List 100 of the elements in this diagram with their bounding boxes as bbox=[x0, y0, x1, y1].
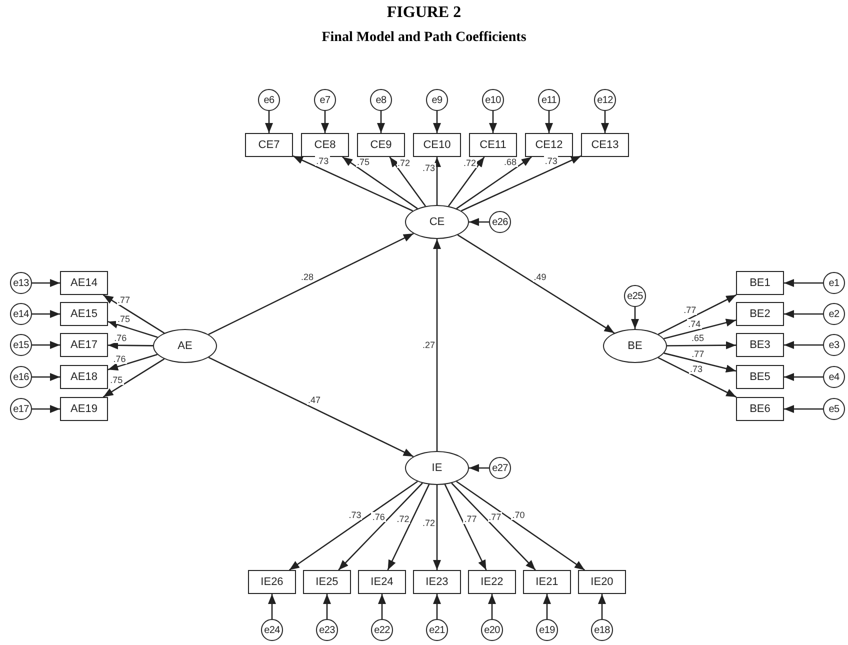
indicator-label: CE11 bbox=[480, 139, 506, 151]
indicator-box bbox=[245, 133, 293, 157]
indicator-box bbox=[523, 570, 571, 594]
path-coefficient: .75 bbox=[116, 314, 131, 324]
path-arrow bbox=[457, 234, 615, 334]
error-term-label: e25 bbox=[627, 290, 643, 302]
figure-subtitle: Final Model and Path Coefficients bbox=[320, 30, 528, 46]
latent-variable-ellipse bbox=[603, 329, 667, 363]
error-term-circle bbox=[10, 398, 32, 420]
error-term-label: e17 bbox=[13, 404, 29, 414]
path-arrow bbox=[543, 594, 551, 619]
error-term-circle bbox=[316, 619, 338, 641]
error-term-circle bbox=[536, 619, 558, 641]
indicator-box bbox=[581, 133, 629, 157]
indicator-label: BE1 bbox=[750, 277, 770, 289]
path-arrow bbox=[108, 320, 158, 338]
path-arrow bbox=[666, 341, 736, 350]
path-arrow bbox=[265, 111, 273, 133]
error-term-circle bbox=[426, 89, 448, 111]
path-arrow bbox=[378, 594, 386, 619]
path-coefficient: .72 bbox=[396, 158, 412, 168]
path-arrow bbox=[108, 341, 154, 350]
path-arrow bbox=[658, 294, 736, 335]
path-arrow bbox=[208, 232, 414, 336]
path-coefficient: .76 bbox=[112, 354, 127, 364]
path-coefficient: .47 bbox=[306, 394, 322, 405]
path-coefficient: .73 bbox=[422, 162, 436, 173]
path-arrow bbox=[377, 111, 385, 133]
error-term-label: e21 bbox=[429, 624, 445, 636]
indicator-box bbox=[468, 570, 516, 594]
path-arrow bbox=[102, 358, 165, 398]
path-arrow bbox=[469, 218, 489, 226]
indicator-box bbox=[413, 570, 461, 594]
indicator-label: BE5 bbox=[750, 371, 770, 383]
path-coefficient: .27 bbox=[422, 340, 436, 350]
error-term-label: e22 bbox=[374, 624, 390, 636]
indicator-box bbox=[357, 133, 405, 157]
path-arrow bbox=[389, 156, 426, 207]
error-term-circle bbox=[624, 285, 646, 307]
error-term-circle bbox=[594, 89, 616, 111]
path-coefficient: .72 bbox=[462, 158, 477, 168]
error-term-label: e2 bbox=[828, 308, 840, 320]
indicator-label: IE26 bbox=[260, 576, 284, 588]
indicator-label: IE21 bbox=[536, 576, 558, 588]
path-coefficient: .75 bbox=[356, 156, 370, 167]
indicator-box bbox=[60, 397, 108, 421]
figure-title: FIGURE 2 bbox=[386, 4, 462, 22]
indicator-label: AE15 bbox=[70, 308, 98, 320]
path-arrow bbox=[460, 155, 582, 212]
indicator-box bbox=[60, 365, 108, 389]
indicator-label: IE20 bbox=[590, 576, 614, 588]
error-term-circle bbox=[10, 303, 32, 325]
indicator-label: CE10 bbox=[423, 139, 451, 151]
error-term-label: e23 bbox=[319, 624, 335, 636]
path-arrow bbox=[32, 405, 60, 413]
path-arrow bbox=[601, 111, 609, 133]
path-coefficient: .73 bbox=[348, 510, 362, 520]
path-arrow bbox=[784, 279, 823, 287]
latent-variable-label: AE bbox=[178, 340, 192, 352]
path-arrow bbox=[451, 482, 536, 570]
error-term-circle bbox=[823, 303, 845, 325]
indicator-box bbox=[60, 333, 108, 357]
error-term-circle bbox=[489, 457, 511, 479]
path-coefficient: .77 bbox=[463, 514, 478, 524]
indicator-label: IE24 bbox=[370, 576, 394, 588]
path-coefficient: .72 bbox=[396, 514, 410, 524]
indicator-box bbox=[736, 333, 784, 357]
path-arrow bbox=[448, 156, 485, 207]
error-term-circle bbox=[371, 619, 393, 641]
error-term-label: e11 bbox=[541, 94, 557, 106]
error-term-label: e10 bbox=[485, 94, 501, 106]
path-arrow bbox=[664, 318, 736, 340]
indicator-box bbox=[469, 133, 517, 157]
indicator-box bbox=[578, 570, 626, 594]
indicator-label: BE2 bbox=[750, 308, 770, 320]
indicator-label: CE8 bbox=[314, 139, 336, 151]
error-term-label: e13 bbox=[13, 278, 29, 288]
path-arrow bbox=[268, 594, 276, 619]
path-arrow bbox=[108, 354, 158, 371]
path-arrow bbox=[664, 352, 736, 373]
path-arrow bbox=[545, 111, 553, 133]
path-arrow bbox=[321, 111, 329, 133]
error-term-circle bbox=[481, 619, 503, 641]
error-term-label: e5 bbox=[828, 404, 840, 414]
indicator-label: IE25 bbox=[316, 576, 338, 588]
error-term-label: e16 bbox=[13, 372, 29, 382]
indicator-label: BE6 bbox=[750, 403, 770, 415]
path-arrow bbox=[456, 156, 532, 210]
path-arrow bbox=[456, 480, 585, 571]
error-term-label: e24 bbox=[264, 624, 280, 636]
indicator-label: CE13 bbox=[591, 139, 619, 151]
path-coefficient: .74 bbox=[687, 318, 702, 329]
indicator-label: AE14 bbox=[70, 277, 98, 289]
error-term-circle bbox=[591, 619, 613, 641]
indicator-box bbox=[736, 397, 784, 421]
path-arrow bbox=[488, 594, 496, 619]
error-term-circle bbox=[10, 334, 32, 356]
path-arrow bbox=[289, 480, 418, 571]
path-arrow bbox=[32, 373, 60, 381]
path-arrow bbox=[292, 155, 414, 212]
